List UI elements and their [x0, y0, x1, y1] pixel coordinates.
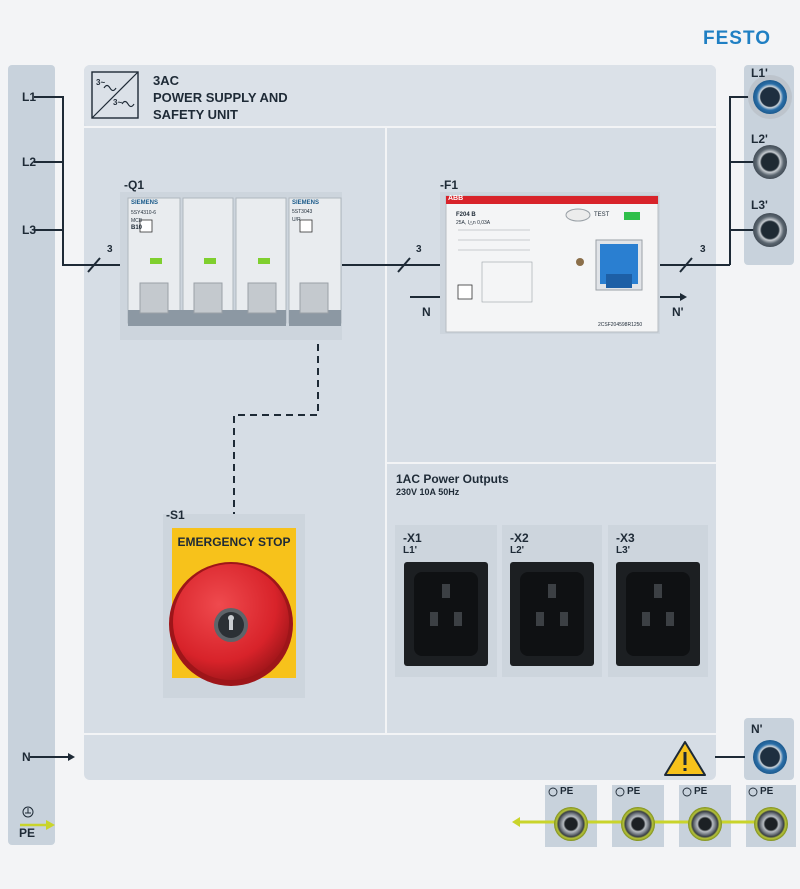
rcd-f1-designation: -F1 — [440, 178, 458, 192]
output-l2-label: L2' — [751, 132, 768, 146]
breaker-q1-type: MCB — [131, 218, 143, 224]
wire-count-q1-in: 3 — [107, 244, 113, 255]
pe-terminal-2-label: PE — [627, 786, 641, 797]
jack-l1-output[interactable] — [753, 80, 787, 114]
output-l1-label: L1' — [751, 66, 768, 80]
socket-x3-body — [608, 525, 708, 677]
pe-terminal-3-label: PE — [694, 786, 708, 797]
socket-x2-body — [502, 525, 602, 677]
warning-icon — [664, 741, 706, 776]
estop-designation: -S1 — [166, 508, 185, 522]
breaker-q1-body — [120, 192, 342, 340]
symbol-label-in: 3~ — [96, 78, 106, 87]
output-l3-label: L3' — [751, 198, 768, 212]
socket-x2-phase: L2' — [510, 545, 525, 556]
pe-terminal-3[interactable] — [688, 807, 722, 841]
breaker-q1-designation: -Q1 — [124, 178, 145, 192]
rcd-f1-n-out: N' — [672, 305, 684, 319]
converter-symbol-icon — [91, 71, 139, 119]
wire-count-f1-out: 3 — [700, 244, 706, 255]
socket-x1-designation: -X1 — [403, 531, 422, 545]
emergency-stop-button[interactable] — [173, 564, 289, 680]
input-bus-strip — [8, 65, 55, 845]
input-pe-label: PE — [19, 826, 36, 840]
breaker-q1-aux-model: 5ST3043 — [292, 209, 313, 215]
rcd-f1-test-button[interactable] — [566, 209, 590, 221]
socket-x3-designation: -X3 — [616, 531, 635, 545]
socket-x1-body — [395, 525, 497, 677]
earth-ground-icon — [22, 806, 34, 818]
socket-x3[interactable] — [616, 562, 700, 666]
jack-l2-output[interactable] — [753, 145, 787, 179]
rcd-f1-body — [440, 192, 660, 334]
input-n-label: N — [22, 750, 31, 764]
socket-x3-phase: L3' — [616, 545, 631, 556]
power-outputs-spec: 230V 10A 50Hz — [396, 487, 460, 497]
output-n-label: N' — [751, 722, 763, 736]
rcd-f1-rating: 25A, I△n 0,03A — [456, 220, 491, 226]
pe-terminal-1[interactable] — [554, 807, 588, 841]
wiring — [30, 96, 760, 758]
breaker-q1-brand: SIEMENS — [131, 200, 159, 206]
jack-n-output[interactable] — [753, 740, 787, 774]
rcd-f1-toggle[interactable] — [600, 244, 638, 284]
breaker-q1-rating: B10 — [131, 225, 143, 231]
socket-x2[interactable] — [510, 562, 594, 666]
rcd-f1-part-number: 2CSF204598R1250 — [598, 322, 643, 328]
socket-x1[interactable] — [404, 562, 488, 666]
rcd-f1-brand: ABB — [448, 195, 464, 202]
symbol-label-out: 3~ — [113, 98, 123, 107]
pe-terminal-1-label: PE — [560, 786, 574, 797]
rcd-f1-test-label: TEST — [594, 212, 610, 218]
jack-l3-output[interactable] — [753, 213, 787, 247]
title-line-2: POWER SUPPLY AND — [153, 90, 288, 105]
pe-terminal-4-label: PE — [760, 786, 774, 797]
breaker-q1-toggle[interactable] — [140, 283, 340, 313]
module-title: 3AC POWER SUPPLY AND SAFETY UNIT — [153, 72, 288, 123]
title-line-1: 3AC — [153, 73, 180, 88]
socket-x1-phase: L1' — [403, 545, 418, 556]
rcd-f1-n-in: N — [422, 305, 431, 319]
emergency-stop-body — [163, 514, 305, 698]
brand-logo: FESTO — [703, 28, 771, 49]
socket-x2-designation: -X2 — [510, 531, 529, 545]
power-outputs-title: 1AC Power Outputs — [396, 472, 509, 486]
breaker-q1-model: 5SY4310-6 — [131, 210, 157, 216]
pe-terminal-2[interactable] — [621, 807, 655, 841]
estop-label: EMERGENCY STOP — [177, 535, 291, 549]
breaker-q1-brand-right: SIEMENS — [292, 200, 320, 206]
breaker-q1-aux-type: U/R — [292, 217, 301, 223]
input-l1-label: L1 — [22, 90, 37, 104]
input-l3-label: L3 — [22, 223, 37, 237]
key-switch-icon — [214, 608, 248, 642]
pe-terminal-4[interactable] — [754, 807, 788, 841]
rcd-f1-model: F204 B — [456, 212, 476, 218]
title-line-3: SAFETY UNIT — [153, 107, 238, 122]
input-l2-label: L2 — [22, 155, 37, 169]
wire-count-q1-out: 3 — [416, 244, 422, 255]
